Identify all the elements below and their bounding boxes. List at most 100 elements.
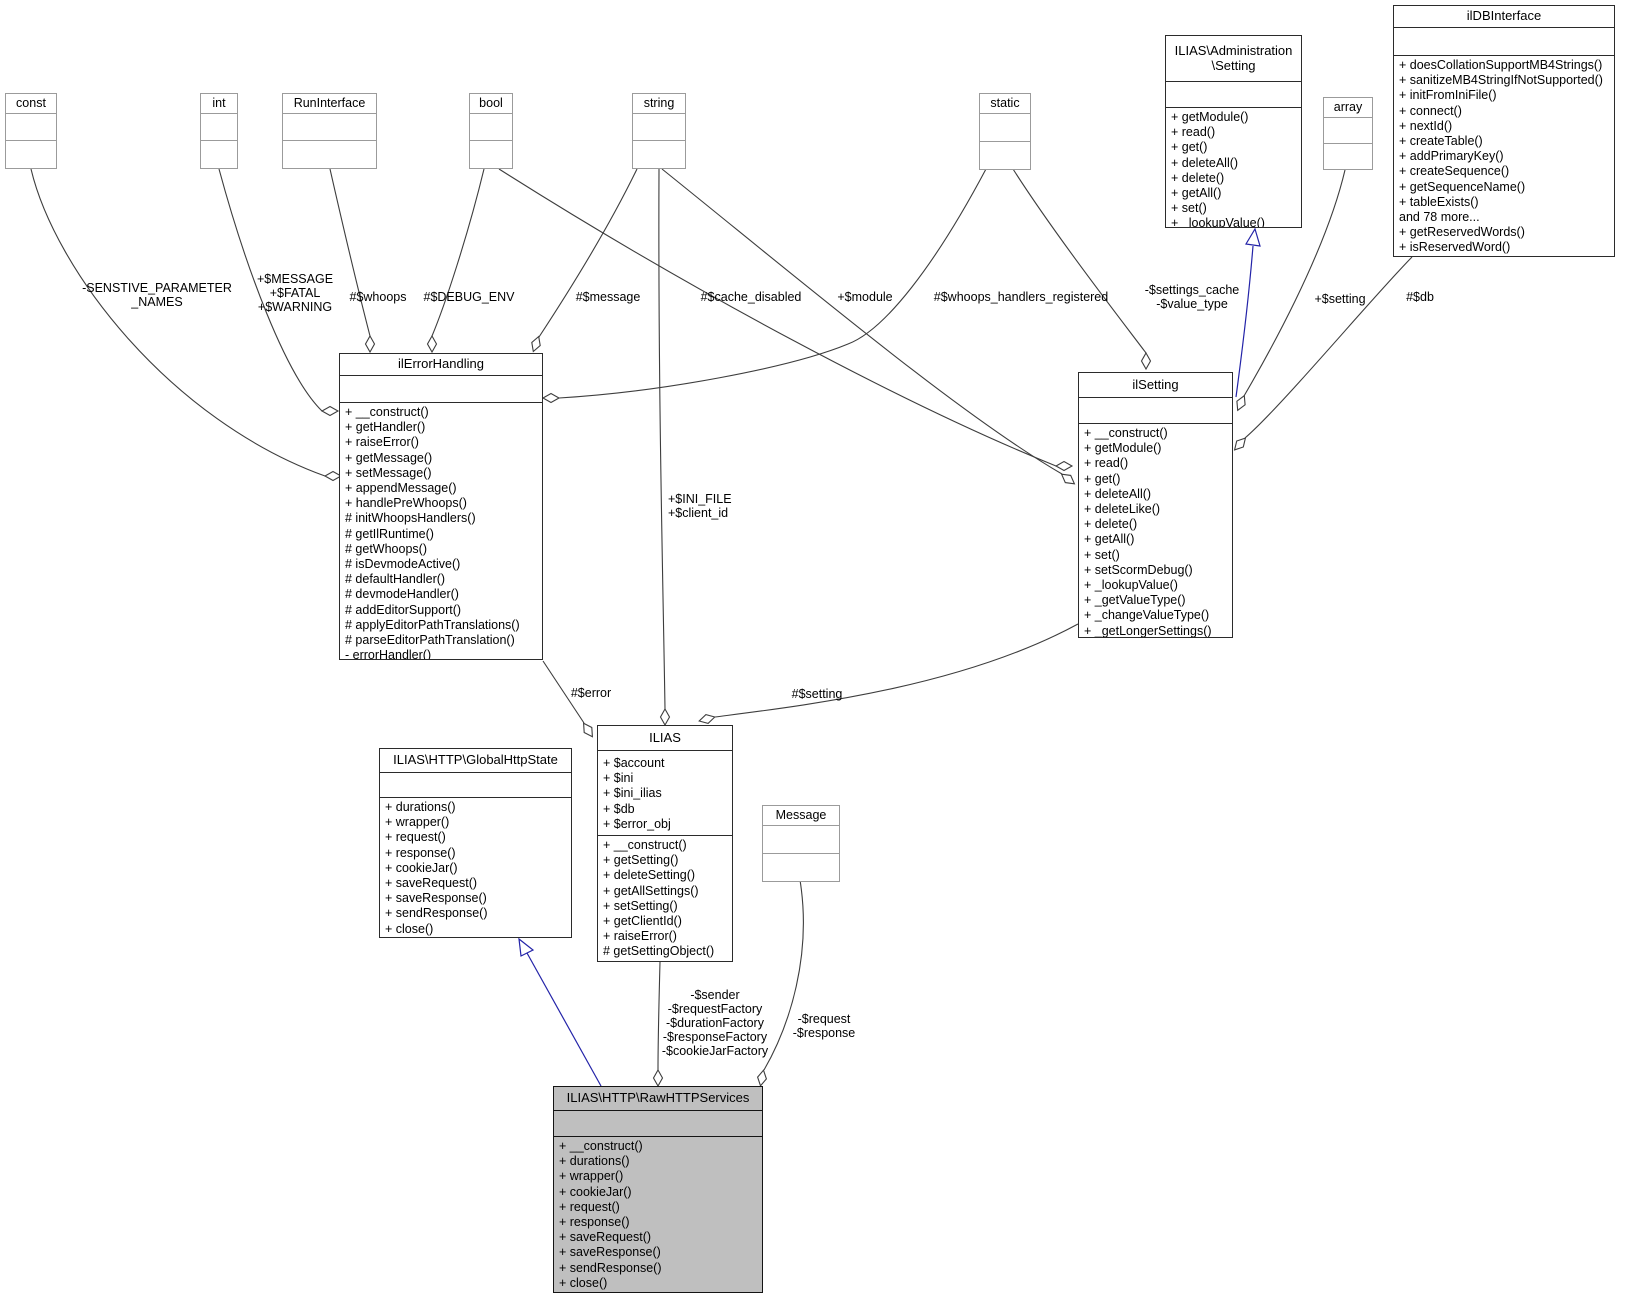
empty-compartment bbox=[1324, 118, 1372, 144]
member-line: # parseEditorPathTranslation() bbox=[345, 633, 515, 648]
edge-label-whoops: #$whoops bbox=[349, 290, 407, 304]
member-line: # isDevmodeActive() bbox=[345, 557, 461, 572]
member-line: + _getLongerSettings() bbox=[1084, 623, 1212, 637]
edge-string-ilias bbox=[658, 168, 666, 710]
empty-compartment bbox=[201, 141, 237, 168]
member-line: + getModule() bbox=[1171, 110, 1249, 124]
inheritance-edges bbox=[526, 245, 1254, 1087]
diamond-ini-file bbox=[659, 707, 671, 727]
member-line: + request() bbox=[385, 830, 446, 845]
member-line: + $ini_ilias bbox=[603, 786, 662, 801]
member-line: # defaultHandler() bbox=[345, 572, 446, 587]
member-line: + __construct() bbox=[603, 838, 687, 852]
empty-compartment bbox=[763, 854, 839, 881]
member-line: + initFromIniFile() bbox=[1399, 88, 1497, 103]
class-box-rawhttpservices[interactable]: ILIAS\HTTP\RawHTTPServices + __construct… bbox=[553, 1086, 763, 1293]
class-methods: + durations()+ wrapper()+ request()+ res… bbox=[380, 798, 571, 937]
empty-compartment bbox=[1324, 144, 1372, 169]
edge-ilsetting-adminsetting bbox=[1235, 245, 1254, 398]
empty-compartment bbox=[470, 141, 512, 168]
edge-label-settings-cache-value-type: -$settings_cache -$value_type bbox=[1144, 283, 1240, 311]
member-line: + close() bbox=[385, 921, 434, 936]
class-title: ILIAS\HTTP\GlobalHttpState bbox=[380, 749, 571, 773]
member-line: + delete() bbox=[1084, 517, 1138, 532]
member-line: + sendResponse() bbox=[559, 1260, 662, 1275]
class-box-ilerrorhandling[interactable]: ilErrorHandling + __construct()+ getHand… bbox=[339, 353, 543, 660]
class-attributes: + $account+ $ini+ $ini_ilias+ $db+ $erro… bbox=[598, 751, 732, 836]
diamond-factories bbox=[652, 1068, 664, 1088]
class-attributes bbox=[1166, 82, 1301, 108]
empty-compartment bbox=[633, 114, 685, 142]
member-line: + createSequence() bbox=[1399, 164, 1510, 179]
class-box-runinterface[interactable]: RunInterface bbox=[282, 93, 377, 169]
member-line: + deleteAll() bbox=[1084, 486, 1152, 501]
class-box-ilias[interactable]: ILIAS + $account+ $ini+ $ini_ilias+ $db+… bbox=[597, 725, 733, 962]
class-box-static[interactable]: static bbox=[979, 93, 1031, 170]
member-line: + set() bbox=[1084, 547, 1120, 562]
member-line: + get() bbox=[1171, 140, 1208, 155]
edge-label-ini-file-client-id: +$INI_FILE +$client_id bbox=[668, 492, 732, 520]
edge-bool-ilsetting bbox=[498, 168, 1057, 467]
member-line: + __construct() bbox=[345, 405, 429, 419]
member-line: + raiseError() bbox=[603, 929, 677, 944]
member-line: + connect() bbox=[1399, 103, 1462, 118]
edge-label-debug-env: #$DEBUG_ENV bbox=[423, 290, 515, 304]
member-line: + $error_obj bbox=[603, 816, 671, 831]
class-box-const[interactable]: const bbox=[5, 93, 57, 169]
edge-message-rawhttpservices bbox=[763, 879, 804, 1071]
edge-label-sensitive-parameter-names: -SENSTIVE_PARAMETER _NAMES bbox=[82, 281, 232, 309]
edge-ildbinterface-ilsetting bbox=[1244, 256, 1413, 439]
member-line: + get() bbox=[1084, 471, 1121, 486]
edge-static-ilerrorhandling bbox=[558, 168, 987, 399]
class-title: string bbox=[633, 94, 685, 114]
diamond-whoops bbox=[364, 334, 376, 354]
empty-compartment bbox=[201, 114, 237, 142]
diamond-setting-plus bbox=[1236, 394, 1246, 412]
class-box-bool[interactable]: bool bbox=[469, 93, 513, 169]
member-line: + delete() bbox=[1171, 170, 1225, 185]
member-line: + cookieJar() bbox=[385, 860, 458, 875]
diamond-setting-hash bbox=[698, 713, 716, 725]
class-attributes bbox=[1079, 398, 1232, 424]
class-box-message[interactable]: Message bbox=[762, 805, 840, 882]
member-line: + getAll() bbox=[1084, 532, 1135, 547]
class-title: ilSetting bbox=[1079, 373, 1232, 398]
class-methods: + doesCollationSupportMB4Strings()+ sani… bbox=[1394, 56, 1614, 256]
class-box-admin-setting[interactable]: ILIAS\Administration \Setting + getModul… bbox=[1165, 35, 1302, 228]
class-box-int[interactable]: int bbox=[200, 93, 238, 169]
member-line: # getSettingObject() bbox=[603, 944, 715, 959]
member-line: + $db bbox=[603, 801, 635, 816]
class-box-ilsetting[interactable]: ilSetting + __construct()+ getModule()+ … bbox=[1078, 372, 1233, 638]
empty-compartment bbox=[980, 114, 1030, 142]
edge-string-ilerrorhandling bbox=[538, 168, 638, 338]
member-line: + getSetting() bbox=[603, 853, 679, 868]
class-box-string[interactable]: string bbox=[632, 93, 686, 169]
member-line: + deleteLike() bbox=[1084, 502, 1161, 517]
member-line: + tableExists() bbox=[1399, 194, 1479, 209]
member-line: # applyEditorPathTranslations() bbox=[345, 617, 520, 632]
class-title: ILIAS\HTTP\RawHTTPServices bbox=[554, 1087, 762, 1111]
class-box-ildbinterface[interactable]: ilDBInterface + doesCollationSupportMB4S… bbox=[1393, 5, 1615, 257]
class-methods: + __construct()+ getHandler()+ raiseErro… bbox=[340, 403, 542, 659]
member-line: - errorHandler() bbox=[345, 648, 432, 659]
empty-compartment bbox=[633, 141, 685, 168]
diamond-module bbox=[1060, 473, 1076, 485]
member-line: + doesCollationSupportMB4Strings() bbox=[1399, 58, 1603, 72]
diamond-int bbox=[320, 405, 340, 417]
diamond-settings-cache bbox=[1140, 351, 1152, 371]
member-line: # getWhoops() bbox=[345, 541, 427, 556]
member-line: + nextId() bbox=[1399, 118, 1453, 133]
member-line: + appendMessage() bbox=[345, 481, 457, 496]
member-line: + set() bbox=[1171, 201, 1207, 216]
edge-label-whoops-handlers-registered: #$whoops_handlers_registered bbox=[933, 290, 1109, 304]
class-box-globalhttpstate[interactable]: ILIAS\HTTP\GlobalHttpState + durations()… bbox=[379, 748, 572, 938]
diamond-whoops-handlers bbox=[541, 392, 561, 404]
edge-rawhttpservices-globalhttpstate bbox=[526, 952, 602, 1087]
aggregation-diamonds bbox=[320, 334, 1247, 1088]
class-title: const bbox=[6, 94, 56, 114]
diamond-error bbox=[582, 722, 594, 738]
diamond-request-response bbox=[756, 1069, 768, 1087]
class-box-array[interactable]: array bbox=[1323, 97, 1373, 170]
